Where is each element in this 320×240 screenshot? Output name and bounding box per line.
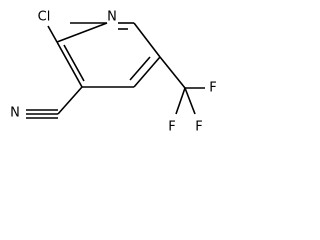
bond-c4-c5-inner: [129, 56, 151, 81]
bond-cf3-f3: [184, 87, 196, 115]
bond-c2-c3-inner: [63, 44, 85, 82]
chemical-structure: Cl N N F F F: [10, 10, 217, 135]
fluorine-label-1: F: [209, 81, 216, 96]
ring-nitrogen-label: N: [107, 10, 117, 25]
bond-c5-c6: [133, 22, 161, 58]
fluorine-label-3: F: [195, 120, 202, 135]
chlorine-label: Cl: [38, 10, 51, 25]
bond-c2-cl: [47, 25, 58, 43]
bond-c5-cf3: [159, 56, 186, 89]
nitrile-nitrogen-label: N: [10, 106, 20, 121]
bond-c4-c5: [133, 56, 161, 88]
bond-n-c2-edge: [56, 22, 108, 43]
bond-cf3-f2: [175, 87, 186, 115]
bond-c2-c3: [56, 41, 83, 88]
bond-c3-cn: [57, 86, 83, 115]
fluorine-label-2: F: [168, 120, 175, 135]
